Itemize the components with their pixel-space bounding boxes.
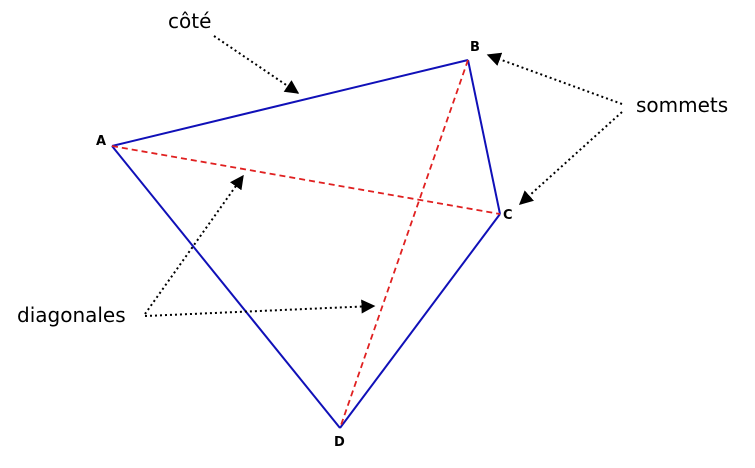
pointer-diagonal-bd xyxy=(144,299,376,317)
diagonal-ac xyxy=(111,145,501,215)
pointer-vertex-c xyxy=(518,111,623,205)
side-da xyxy=(111,145,341,429)
vertex-label-c: C xyxy=(503,208,513,223)
annotation-vertices: sommets xyxy=(636,93,728,117)
side-bc xyxy=(467,59,501,215)
vertex-label-d: D xyxy=(334,435,345,450)
pointer-diagonal-ac xyxy=(144,174,244,315)
vertex-label-b: B xyxy=(470,40,480,55)
annotation-side: côté xyxy=(168,9,211,33)
pointer-side xyxy=(213,35,300,94)
vertex-label-a: A xyxy=(96,134,106,149)
side-cd xyxy=(339,213,501,429)
pointer-vertex-b xyxy=(486,52,623,105)
diagonal-bd xyxy=(339,59,469,429)
annotation-diagonals: diagonales xyxy=(17,303,126,327)
side-ab xyxy=(111,59,469,147)
